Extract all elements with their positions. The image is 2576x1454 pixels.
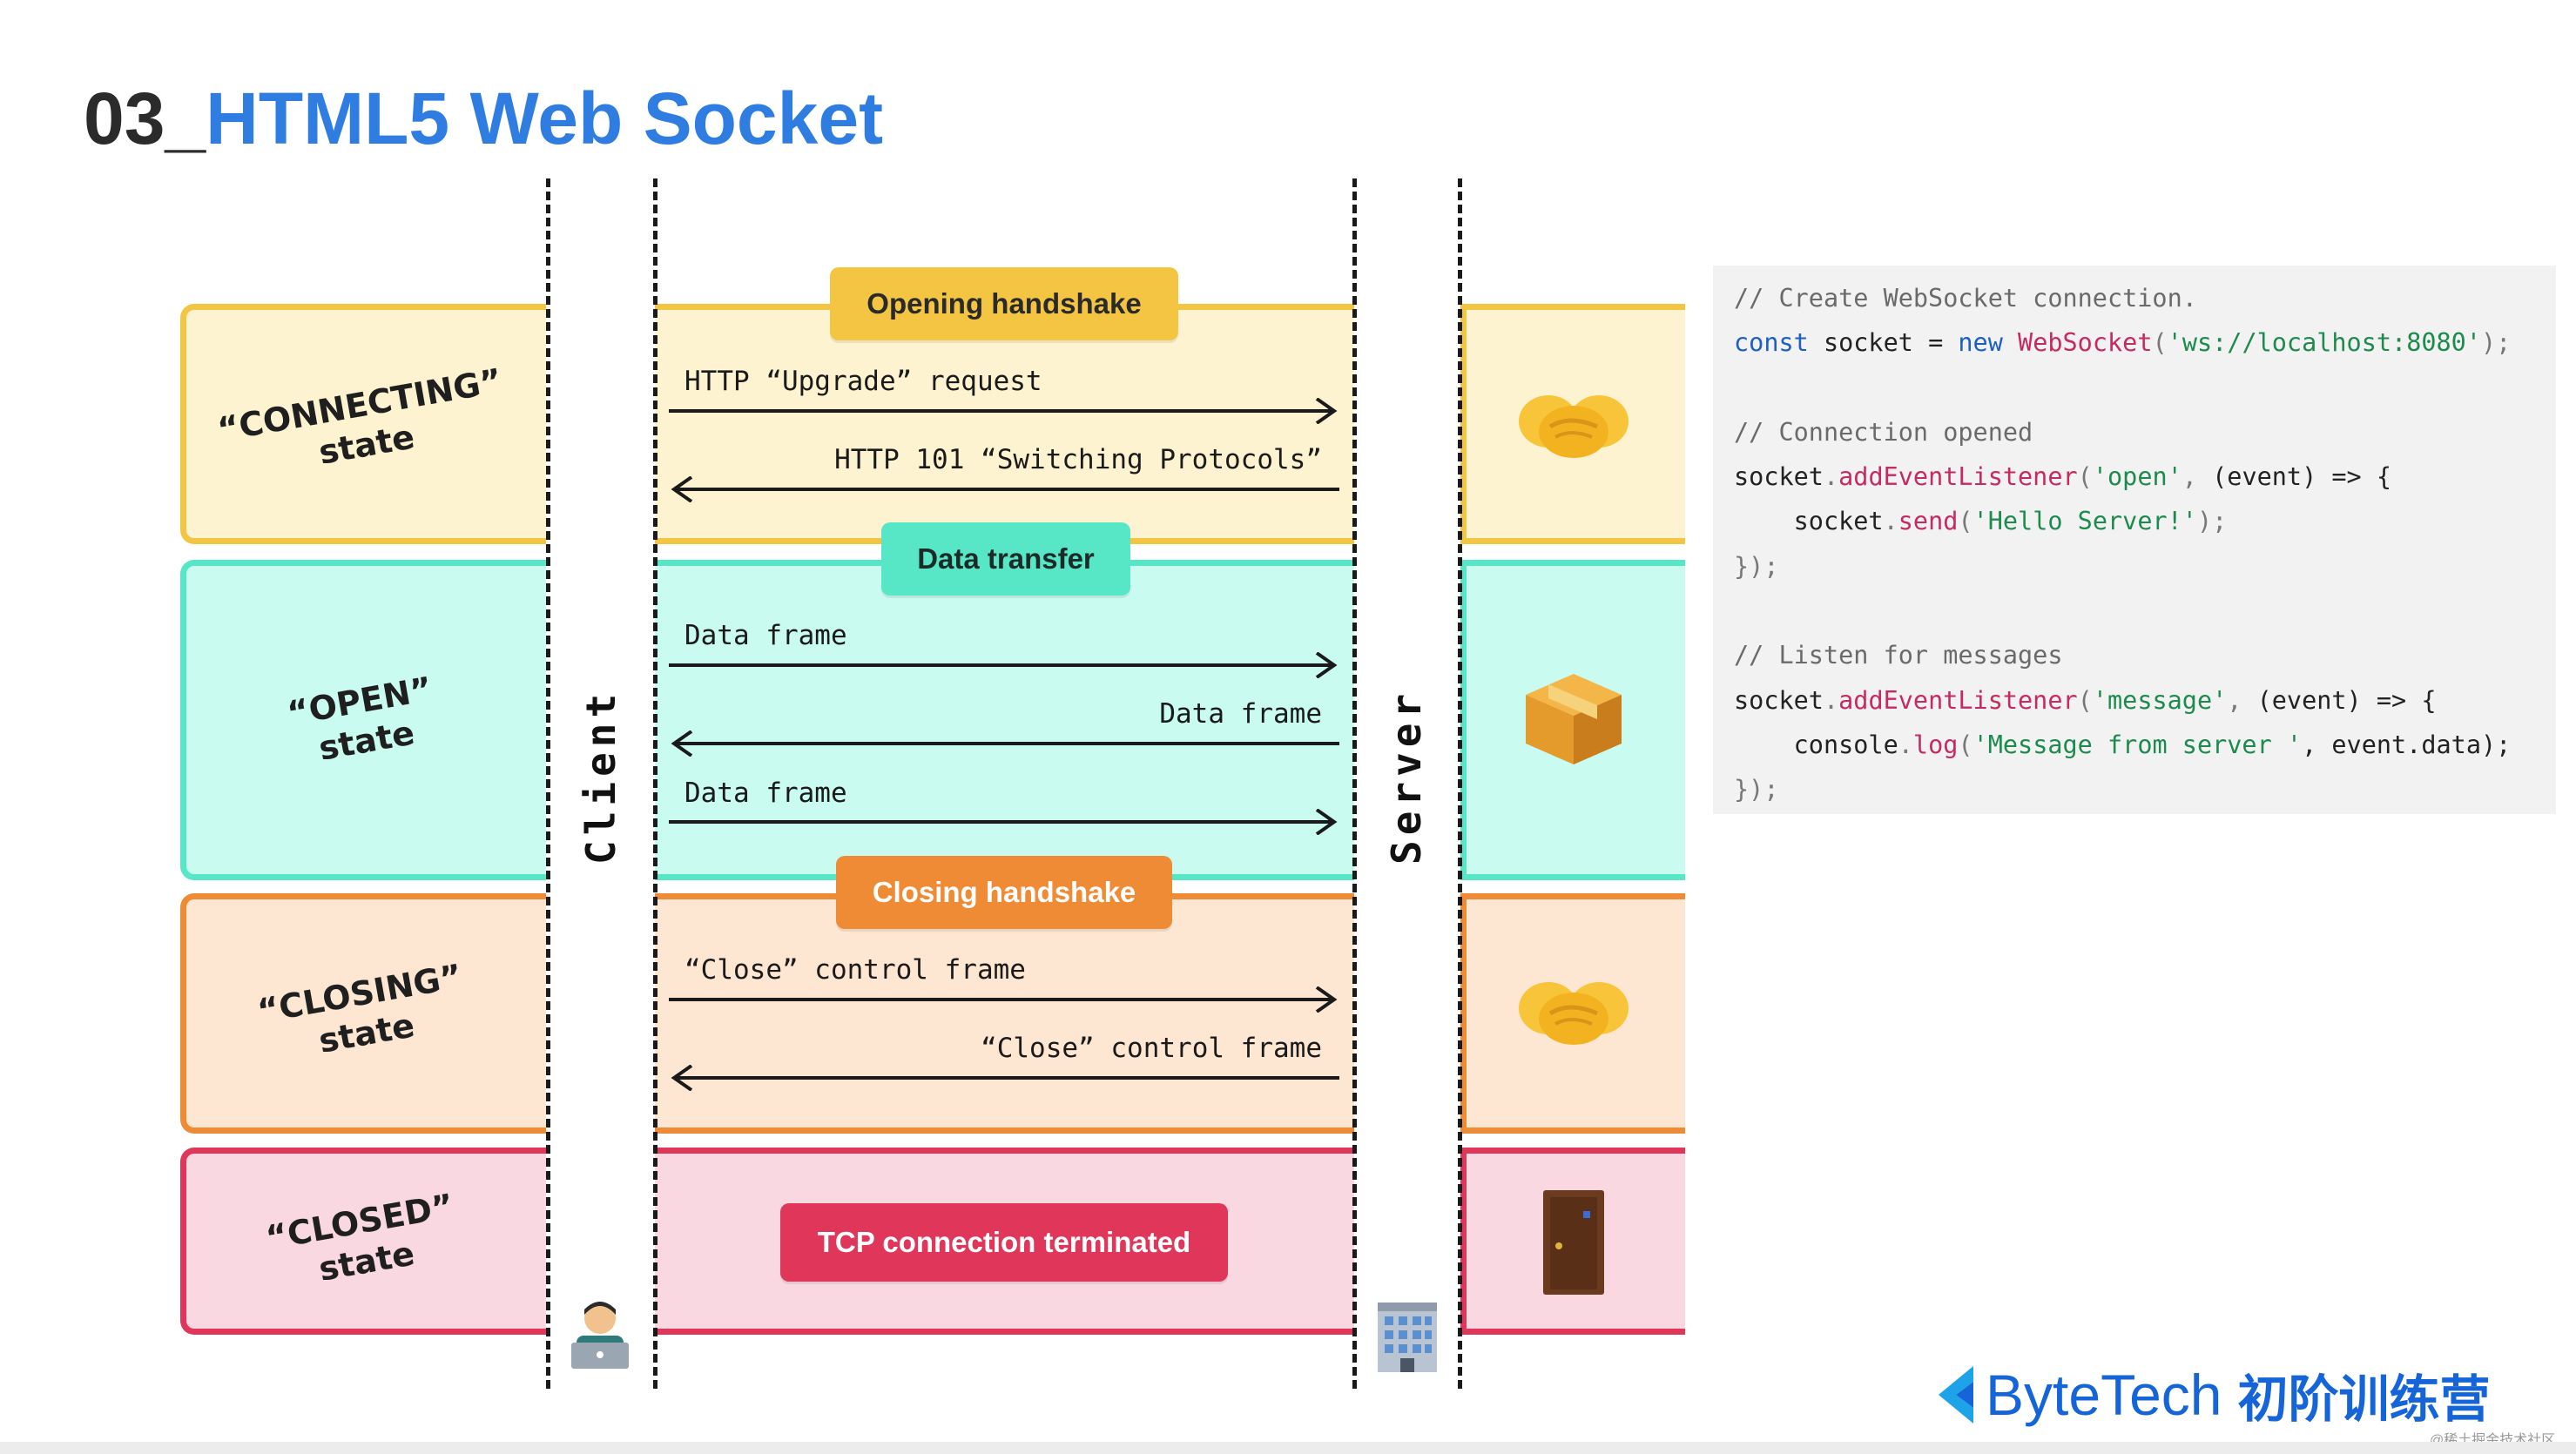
arrow-to-client <box>671 730 1339 757</box>
code-snippet: // Create WebSocket connection. const soc… <box>1713 266 2556 814</box>
closing-left-band <box>180 893 546 1134</box>
code-token <box>2003 328 2018 357</box>
code-line: socket.addEventListener('open', (event) … <box>1734 454 2556 499</box>
pill-data-transfer: Data transfer <box>881 522 1130 596</box>
code-token: . <box>1883 507 1898 536</box>
code-token: ( <box>2077 462 2093 492</box>
code-line: const socket = new WebSocket('ws://local… <box>1734 320 2556 365</box>
arrow-to-server <box>669 986 1338 1013</box>
code-token: send <box>1898 507 1959 536</box>
pill-opening-handshake: Opening handshake <box>830 267 1178 340</box>
code-token: ); <box>2196 507 2228 536</box>
arrow-to-server <box>669 652 1338 678</box>
developer-icon <box>571 1302 629 1369</box>
code-line: socket.addEventListener('message', (even… <box>1734 678 2556 723</box>
pill-tcp-terminated: TCP connection terminated <box>780 1203 1228 1282</box>
message-label: “Close” control frame <box>684 954 1026 986</box>
server-label: Server <box>1383 688 1430 865</box>
closing-mid-band <box>655 893 1354 1134</box>
handshake-icon <box>1519 982 1629 1045</box>
brand-name: ByteTech <box>1986 1363 2222 1427</box>
connecting-mid-band <box>655 304 1354 544</box>
code-token: // Connection opened <box>1734 417 2033 447</box>
slide-title: 03_HTML5 Web Socket <box>84 75 883 162</box>
arrow-to-server <box>669 398 1338 424</box>
closed-left-band <box>180 1148 546 1335</box>
code-token: ); <box>2480 328 2512 358</box>
open-left-band <box>180 560 546 880</box>
code-line: socket.send('Hello Server!'); <box>1734 499 2556 543</box>
message-label: “Close” control frame <box>981 1033 1322 1064</box>
code-token: ( <box>2152 328 2168 358</box>
code-line <box>1734 366 2556 410</box>
code-line: }); <box>1734 767 2556 811</box>
client-label: Client <box>577 688 624 865</box>
open-mid-band <box>655 560 1354 880</box>
code-token: socket <box>1734 507 1884 536</box>
code-line: // Connection opened <box>1734 410 2556 454</box>
connecting-left-band <box>180 304 546 544</box>
server-lifeline-right <box>1458 178 1462 1389</box>
code-token: // Create WebSocket connection. <box>1734 284 2197 313</box>
code-token: socket = <box>1808 328 1959 358</box>
brand-cn: 初阶训练营 <box>2237 1370 2491 1429</box>
client-lifeline-left <box>546 178 550 1389</box>
code-token: 'message' <box>2092 685 2228 715</box>
code-token: socket <box>1734 462 1824 492</box>
code-token: , <box>2182 462 2213 492</box>
code-token: , <box>2227 685 2257 715</box>
code-token: ( <box>1958 730 1973 759</box>
code-token: }); <box>1734 775 1779 804</box>
door-icon <box>1543 1190 1604 1295</box>
code-token: ( <box>1958 507 1973 536</box>
code-token: . <box>1823 685 1839 715</box>
arrow-to-server <box>669 809 1338 835</box>
code-token: , event.data); <box>2302 730 2512 759</box>
code-line: console.log('Message from server ', even… <box>1734 723 2556 767</box>
handshake-icon <box>1519 395 1629 458</box>
package-icon <box>1526 674 1622 764</box>
code-token: log <box>1912 730 1959 759</box>
code-lines: // Create WebSocket connection. const soc… <box>1734 276 2556 812</box>
message-label: HTTP “Upgrade” request <box>684 366 1042 397</box>
server-lifeline-left <box>1352 178 1357 1389</box>
code-token: (event) => { <box>2256 685 2437 715</box>
bottom-bar <box>0 1442 2576 1454</box>
code-line: // Create WebSocket connection. <box>1734 276 2556 320</box>
code-token: new <box>1958 328 2003 358</box>
message-label: Data frame <box>1159 698 1322 730</box>
title-number: 03_ <box>84 77 206 159</box>
pill-closing-handshake: Closing handshake <box>836 856 1172 929</box>
brand-logo: ByteTech 初阶训练营 <box>1935 1358 2491 1431</box>
arrow-to-client <box>671 476 1339 502</box>
code-token: (event) => { <box>2212 462 2392 492</box>
code-token: 'Message from server ' <box>1972 730 2303 759</box>
code-token: addEventListener <box>1838 685 2078 715</box>
code-token: // Listen for messages <box>1734 641 2063 670</box>
code-line: // Listen for messages <box>1734 633 2556 677</box>
code-token: . <box>1898 730 1913 759</box>
message-label: Data frame <box>684 620 847 651</box>
title-text: HTML5 Web Socket <box>206 77 884 159</box>
message-label: HTTP 101 “Switching Protocols” <box>834 444 1322 475</box>
code-token: 'ws://localhost:8080' <box>2167 328 2481 358</box>
code-token: console <box>1734 730 1898 759</box>
code-token: . <box>1823 462 1839 492</box>
code-token: ( <box>2077 685 2093 715</box>
code-token: 'Hello Server!' <box>1972 507 2197 536</box>
code-token: socket <box>1734 685 1824 715</box>
message-label: Data frame <box>684 777 847 809</box>
office-building-icon <box>1378 1303 1437 1372</box>
client-lifeline-right <box>653 178 657 1389</box>
code-token: addEventListener <box>1838 462 2078 492</box>
code-token: WebSocket <box>2018 328 2153 358</box>
closed-right-band <box>1460 1148 1685 1335</box>
code-line <box>1734 589 2556 633</box>
bytetech-logo-icon <box>1939 1366 1973 1424</box>
arrow-to-client <box>671 1065 1339 1091</box>
code-token: const <box>1734 328 1809 358</box>
code-token: 'open' <box>2092 462 2182 492</box>
code-token: }); <box>1734 551 1779 581</box>
code-line: }); <box>1734 544 2556 589</box>
